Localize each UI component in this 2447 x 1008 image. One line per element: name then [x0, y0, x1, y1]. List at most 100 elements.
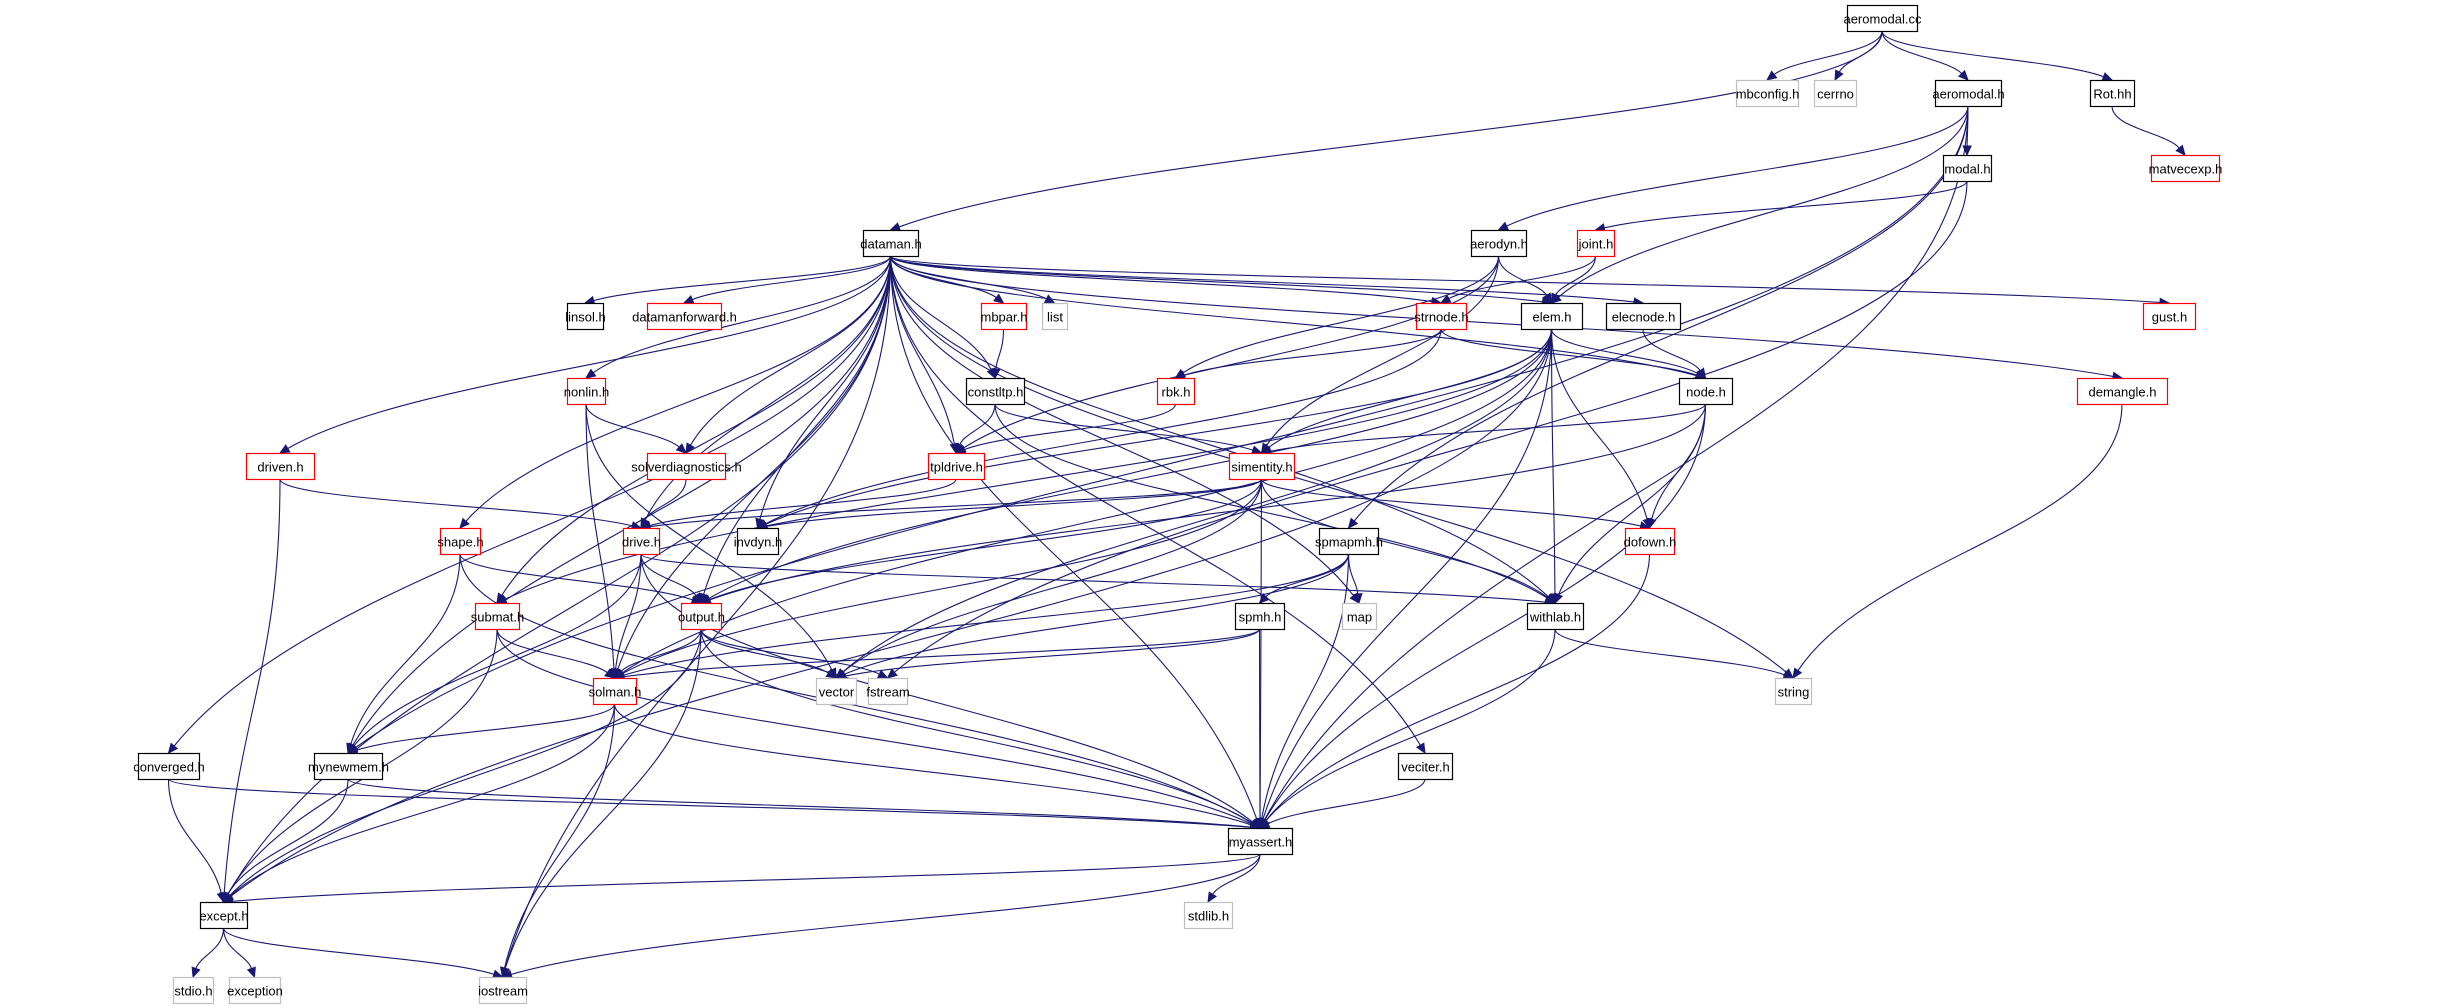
node-dofown-h[interactable]: dofown.h [1624, 527, 1677, 556]
node-box[interactable] [1228, 452, 1296, 481]
node-box[interactable] [2150, 154, 2221, 183]
node-box[interactable] [566, 302, 605, 331]
node-box[interactable] [736, 527, 780, 556]
node-output-h[interactable]: output.h [678, 602, 725, 631]
node-box[interactable] [474, 602, 521, 631]
node-linsol-h[interactable]: linsol.h [565, 302, 606, 331]
node-iostream[interactable]: iostream [478, 976, 528, 1005]
node-aeromodal-h[interactable]: aeromodal.h [1932, 79, 2005, 108]
node-box[interactable] [927, 452, 986, 481]
node-box[interactable] [680, 602, 723, 631]
node-elecnode-h[interactable]: elecnode.h [1605, 302, 1682, 331]
node-constltp-h[interactable]: constltp.h [965, 377, 1026, 406]
node-strnode-h[interactable]: strnode.h [1414, 302, 1469, 331]
node-box[interactable] [1318, 527, 1380, 556]
node-stdlib-h[interactable]: stdlib.h [1183, 901, 1234, 930]
node-box[interactable] [478, 976, 528, 1005]
node-box[interactable] [1470, 229, 1528, 258]
node-box[interactable] [1624, 527, 1676, 556]
node-aeromodal-cc[interactable]: aeromodal.cc [1843, 4, 1922, 33]
node-box[interactable] [1156, 377, 1196, 406]
node-box[interactable] [1813, 79, 1858, 108]
node-rot-hh[interactable]: Rot.hh [2089, 79, 2136, 108]
node-except-h[interactable]: except.h [199, 901, 249, 930]
node-box[interactable] [646, 452, 727, 481]
node-box[interactable] [228, 976, 282, 1005]
node-box[interactable] [862, 229, 920, 258]
node-joint-h[interactable]: joint.h [1576, 229, 1616, 258]
node-cerrno[interactable]: cerrno [1813, 79, 1858, 108]
node-exception[interactable]: exception [227, 976, 283, 1005]
node-node-h[interactable]: node.h [1678, 377, 1734, 406]
node-box[interactable] [1415, 302, 1468, 331]
node-box[interactable] [646, 302, 723, 331]
node-box[interactable] [1041, 302, 1069, 331]
node-box[interactable] [622, 527, 661, 556]
node-box[interactable] [1735, 79, 1800, 108]
node-box[interactable] [980, 302, 1028, 331]
node-box[interactable] [592, 677, 638, 706]
node-box[interactable] [2142, 302, 2197, 331]
node-invdyn-h[interactable]: invdyn.h [734, 527, 782, 556]
node-tpldrive-h[interactable]: tpldrive.h [927, 452, 986, 481]
node-box[interactable] [965, 377, 1026, 406]
node-shape-h[interactable]: shape.h [437, 527, 484, 556]
node-box[interactable] [2089, 79, 2136, 108]
node-box[interactable] [1520, 302, 1584, 331]
node-dataman-h[interactable]: dataman.h [860, 229, 922, 258]
node-veciter-h[interactable]: veciter.h [1397, 752, 1454, 781]
node-withlab-h[interactable]: withlab.h [1526, 602, 1585, 631]
node-box[interactable] [1942, 154, 1993, 183]
node-fstream[interactable]: fstream [866, 677, 910, 706]
node-submat-h[interactable]: submat.h [471, 602, 524, 631]
node-box[interactable] [1576, 229, 1616, 258]
node-myassert-h[interactable]: myassert.h [1227, 827, 1294, 856]
node-mynewmem-h[interactable]: mynewmem.h [308, 752, 389, 781]
node-box[interactable] [1605, 302, 1682, 331]
node-matvecexp-h[interactable]: matvecexp.h [2149, 154, 2223, 183]
node-drive-h[interactable]: drive.h [622, 527, 661, 556]
node-modal-h[interactable]: modal.h [1942, 154, 1993, 183]
node-box[interactable] [815, 677, 858, 706]
node-gust-h[interactable]: gust.h [2142, 302, 2197, 331]
node-map[interactable]: map [1341, 602, 1378, 631]
node-string[interactable]: string [1774, 677, 1813, 706]
node-box[interactable] [1526, 602, 1585, 631]
node-box[interactable] [566, 377, 607, 406]
node-mbconfig-h[interactable]: mbconfig.h [1735, 79, 1800, 108]
node-demangle-h[interactable]: demangle.h [2076, 377, 2169, 406]
node-converged-h[interactable]: converged.h [133, 752, 205, 781]
node-box[interactable] [137, 752, 201, 781]
node-box[interactable] [1234, 602, 1286, 631]
node-box[interactable] [867, 677, 909, 706]
node-box[interactable] [1846, 4, 1919, 33]
node-box[interactable] [245, 452, 316, 481]
node-box[interactable] [1934, 79, 2003, 108]
node-driven-h[interactable]: driven.h [245, 452, 316, 481]
node-nonlin-h[interactable]: nonlin.h [564, 377, 610, 406]
node-vector[interactable]: vector [815, 677, 858, 706]
node-solverdiagnostics-h[interactable]: solverdiagnostics.h [631, 452, 742, 481]
node-elem-h[interactable]: elem.h [1520, 302, 1584, 331]
node-datamanforward-h[interactable]: datamanforward.h [632, 302, 737, 331]
node-box[interactable] [1774, 677, 1813, 706]
node-box[interactable] [1678, 377, 1734, 406]
node-box[interactable] [1183, 901, 1234, 930]
node-spmapmh-h[interactable]: spmapmh.h [1315, 527, 1383, 556]
node-box[interactable] [439, 527, 482, 556]
node-aerodyn-h[interactable]: aerodyn.h [1470, 229, 1528, 258]
node-box[interactable] [1227, 827, 1294, 856]
node-box[interactable] [1397, 752, 1454, 781]
node-stdio-h[interactable]: stdio.h [172, 976, 215, 1005]
node-list[interactable]: list [1041, 302, 1069, 331]
node-box[interactable] [2076, 377, 2169, 406]
node-simentity-h[interactable]: simentity.h [1228, 452, 1296, 481]
node-box[interactable] [199, 901, 249, 930]
node-box[interactable] [172, 976, 215, 1005]
node-solman-h[interactable]: solman.h [589, 677, 642, 706]
node-spmh-h[interactable]: spmh.h [1234, 602, 1286, 631]
node-box[interactable] [313, 752, 384, 781]
node-mbpar-h[interactable]: mbpar.h [980, 302, 1028, 331]
node-rbk-h[interactable]: rbk.h [1156, 377, 1196, 406]
node-box[interactable] [1341, 602, 1378, 631]
